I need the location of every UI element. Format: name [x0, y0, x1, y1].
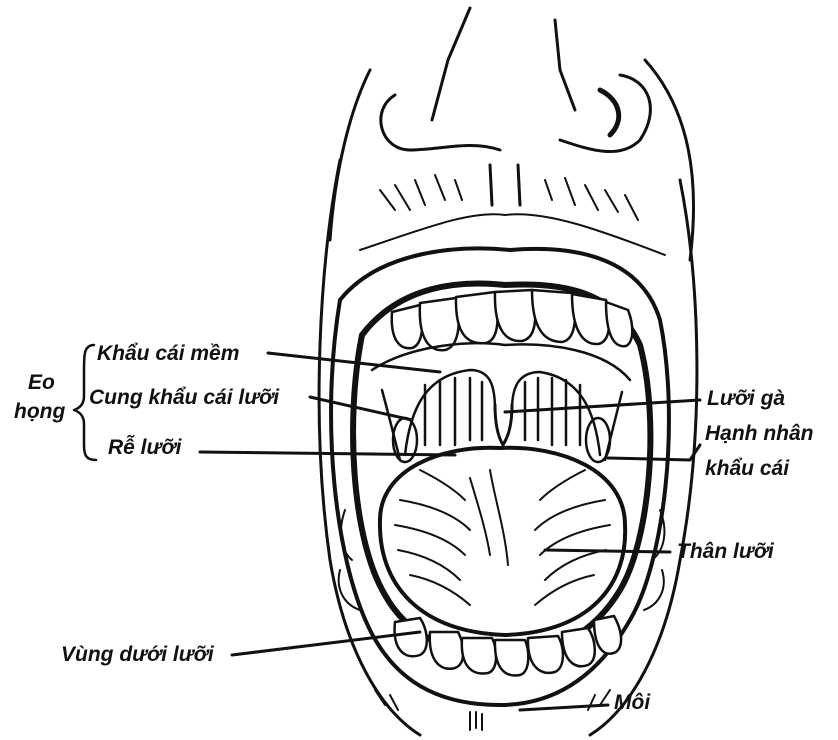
leader-than-luoi [545, 550, 670, 552]
upper-lip [360, 165, 665, 255]
eo-hong-line1: Eo [14, 372, 65, 393]
palate [372, 343, 630, 460]
label-hanh-nhan-line1: Hạnh nhân [705, 423, 814, 444]
label-than-luoi: Thân lưỡi [677, 541, 774, 562]
eo-hong-line2: họng [14, 401, 65, 422]
nose [330, 8, 694, 260]
upper-teeth [392, 290, 633, 350]
label-hanh-nhan-line2: khẩu cái [705, 458, 789, 479]
tongue-texture [395, 470, 610, 605]
leader-hanh-nhan [608, 445, 700, 460]
label-cung-khau-cai-luoi: Cung khẩu cái lưỡi [89, 387, 279, 408]
tongue [380, 448, 625, 635]
eo-hong-label: Eo họng [14, 372, 65, 422]
leader-moi [520, 705, 608, 710]
label-re-luoi: Rễ lưỡi [108, 437, 181, 458]
lower-lip [375, 690, 610, 730]
leader-vung-duoi-luoi [232, 632, 420, 655]
leader-cung-khau-cai-luoi [310, 397, 412, 420]
label-moi: Môi [614, 692, 650, 713]
label-luoi-ga: Lưỡi gà [707, 388, 785, 409]
label-vung-duoi-luoi: Vùng dưới lưỡi [61, 644, 214, 665]
leader-re-luoi [200, 452, 455, 455]
label-khau-cai-mem: Khẩu cái mềm [97, 343, 239, 364]
